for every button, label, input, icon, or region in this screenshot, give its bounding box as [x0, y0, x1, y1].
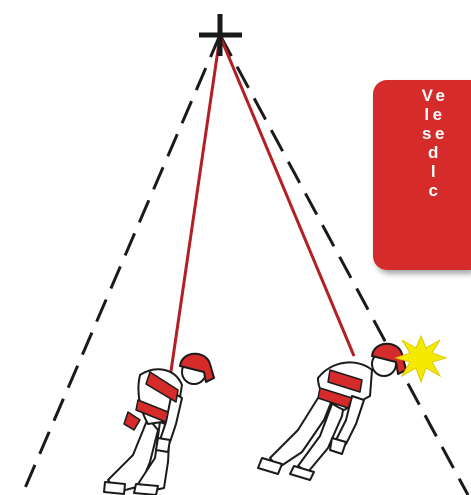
- worker-hanging-figure: [104, 354, 214, 495]
- callout-line: se: [373, 124, 471, 143]
- callout-line: d: [373, 143, 471, 162]
- lanyard-vertical: [170, 36, 220, 378]
- callout-line: Ve: [373, 86, 471, 105]
- callout-line: c: [373, 181, 471, 200]
- lanyard-swinging: [220, 36, 354, 356]
- callout-text: Ve le se d l c: [373, 86, 471, 200]
- warning-callout: Ve le se d l c: [373, 80, 471, 270]
- swing-boundary-left: [22, 35, 220, 495]
- callout-line: l: [373, 162, 471, 181]
- callout-line: le: [373, 105, 471, 124]
- worker-swinging-figure: [258, 344, 406, 480]
- anchor-cross-icon: [199, 14, 242, 56]
- impact-star-icon: [396, 336, 446, 382]
